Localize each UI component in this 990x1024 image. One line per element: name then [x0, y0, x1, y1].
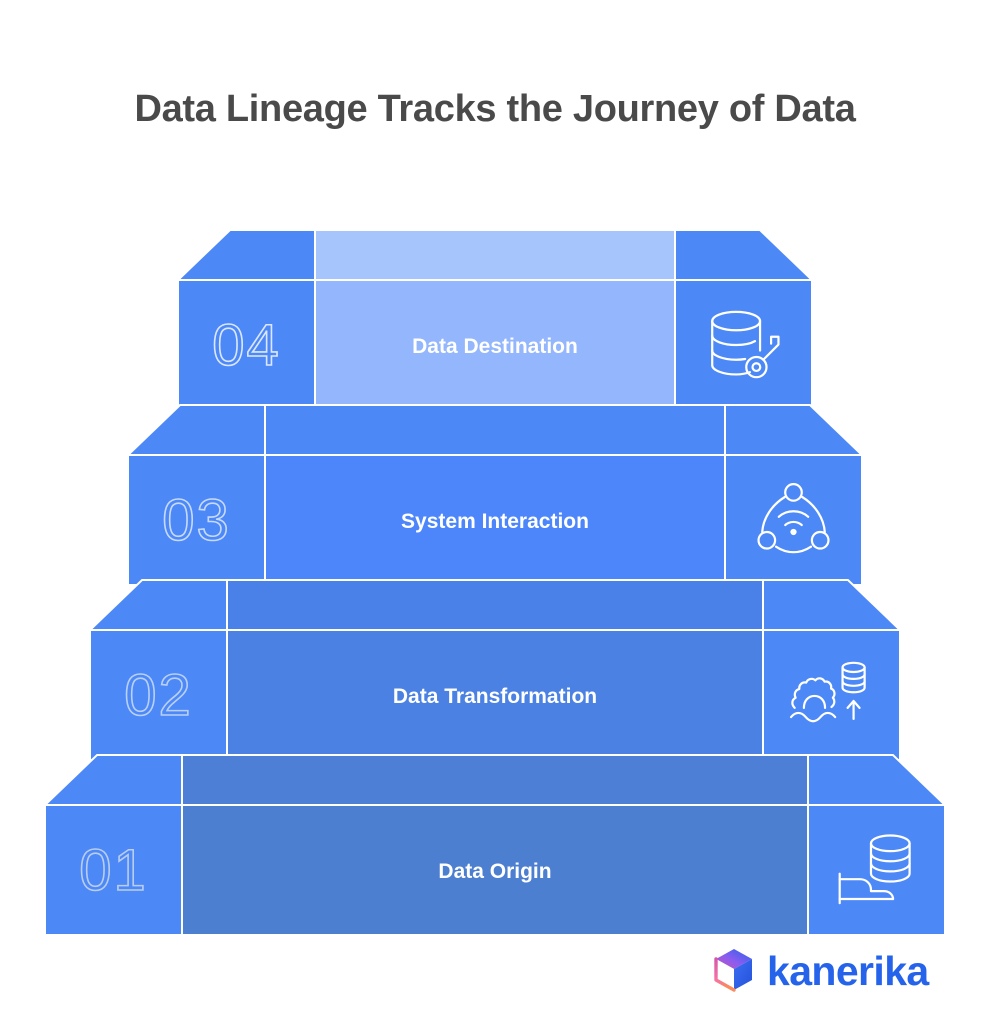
step-bevel-left — [175, 229, 316, 281]
step-bevel-center — [314, 229, 676, 281]
step-bevel-center — [264, 404, 726, 456]
step-bevel-left — [87, 579, 228, 631]
step-icon-panel[interactable] — [724, 454, 863, 586]
step-bevel-right — [674, 229, 815, 281]
step-block[interactable]: 01 Data Origin — [42, 754, 948, 935]
cube-logo-icon — [714, 949, 752, 992]
step-number: 02 — [124, 663, 193, 728]
step-number: 03 — [162, 488, 231, 553]
step-label: Data Transformation — [393, 685, 597, 708]
step-number: 01 — [79, 838, 148, 903]
step-label: Data Origin — [438, 860, 551, 883]
step-bevel-left — [42, 754, 183, 806]
step-bevel-right — [807, 754, 948, 806]
step-block[interactable]: 04 Data Destination — [175, 229, 815, 411]
step-bevel-right — [762, 579, 903, 631]
staircase-diagram: 04 Data Destination 03 System Interaction 02… — [42, 229, 948, 935]
step-bevel-left — [125, 404, 266, 456]
database-source-icon — [838, 834, 911, 905]
step-number: 04 — [212, 313, 281, 378]
step-number-panel[interactable] — [177, 279, 316, 411]
network-nodes-signal-icon — [757, 483, 830, 554]
database-key-icon — [711, 310, 780, 379]
step-bevel-center — [226, 579, 764, 631]
page-title: Data Lineage Tracks the Journey of Data — [134, 88, 856, 130]
step-icon-panel[interactable] — [762, 629, 901, 761]
brand-logo: kanerika — [712, 947, 929, 993]
brand-name: kanerika — [767, 947, 929, 994]
step-block[interactable]: 02 Data Transformation — [87, 579, 903, 761]
step-block[interactable]: 03 System Interaction — [125, 404, 865, 586]
step-label-panel[interactable] — [314, 279, 676, 411]
step-label: Data Destination — [412, 335, 578, 358]
step-label: System Interaction — [401, 510, 589, 533]
step-bevel-right — [724, 404, 865, 456]
step-bevel-center — [181, 754, 809, 806]
gear-water-database-arrow-icon — [789, 661, 866, 723]
